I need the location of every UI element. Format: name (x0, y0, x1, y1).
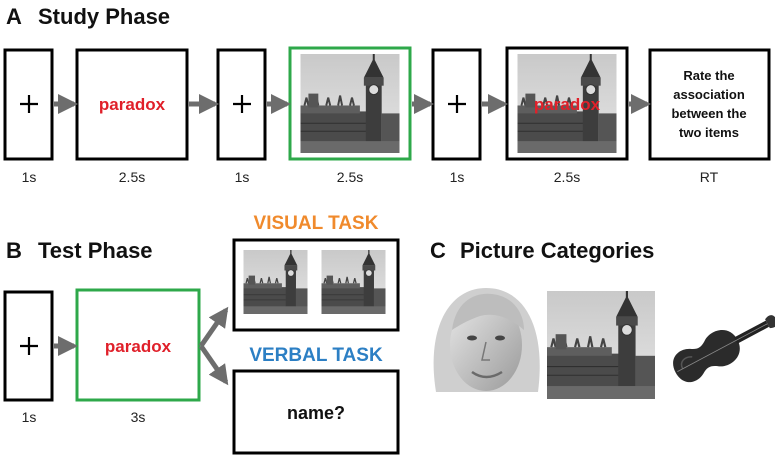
test-phase-title: Test Phase (38, 238, 153, 263)
face-picture (433, 288, 540, 392)
visual-task-label: VISUAL TASK (254, 213, 379, 234)
duration-label: 3s (131, 409, 146, 425)
rating-line-3: between the (671, 106, 746, 121)
categories-title: Picture Categories (460, 238, 654, 263)
fixation-cross-icon (233, 95, 251, 113)
study-rating-frame (648, 48, 771, 161)
test-phase-section: B Test Phase paradox VISUAL TASK VERBAL … (3, 213, 400, 455)
test-sequence-arrows (54, 306, 229, 386)
study-word-frame (75, 48, 189, 161)
rating-line-2: association (673, 87, 745, 102)
study-fixation-frame-1 (3, 48, 54, 161)
name-prompt: name? (287, 403, 345, 423)
duration-label: 2.5s (337, 169, 363, 185)
study-phase-label: A (6, 4, 22, 29)
study-stimulus-word: paradox (99, 95, 166, 114)
big-ben-picture (299, 54, 401, 153)
verbal-task-label: VERBAL TASK (249, 345, 383, 366)
duration-label: 1s (22, 169, 37, 185)
duration-label: 1s (450, 169, 465, 185)
big-ben-picture (320, 250, 387, 314)
duration-label: 1s (235, 169, 250, 185)
rating-line-1: Rate the (683, 68, 734, 83)
study-phase-title: Study Phase (38, 4, 170, 29)
test-phase-label: B (6, 238, 22, 263)
violin-picture (673, 315, 775, 383)
study-overlay-word: paradox (534, 95, 601, 114)
test-word-frame (75, 288, 201, 402)
duration-label: 2.5s (119, 169, 145, 185)
verbal-task-frame (232, 369, 400, 455)
duration-label: 2.5s (554, 169, 580, 185)
fixation-cross-icon (20, 95, 38, 113)
fixation-cross-icon (448, 95, 466, 113)
categories-label: C (430, 238, 446, 263)
big-ben-picture (547, 291, 655, 399)
study-phase-section: A Study Phase paradox paradox Rate the a… (3, 4, 771, 185)
rating-line-4: two items (679, 125, 739, 140)
duration-label: RT (700, 169, 719, 185)
fixation-cross-icon (20, 337, 38, 355)
big-ben-picture (242, 250, 309, 314)
test-stimulus-word: paradox (105, 337, 172, 356)
duration-label: 1s (22, 409, 37, 425)
picture-categories-section: C Picture Categories (430, 238, 775, 399)
